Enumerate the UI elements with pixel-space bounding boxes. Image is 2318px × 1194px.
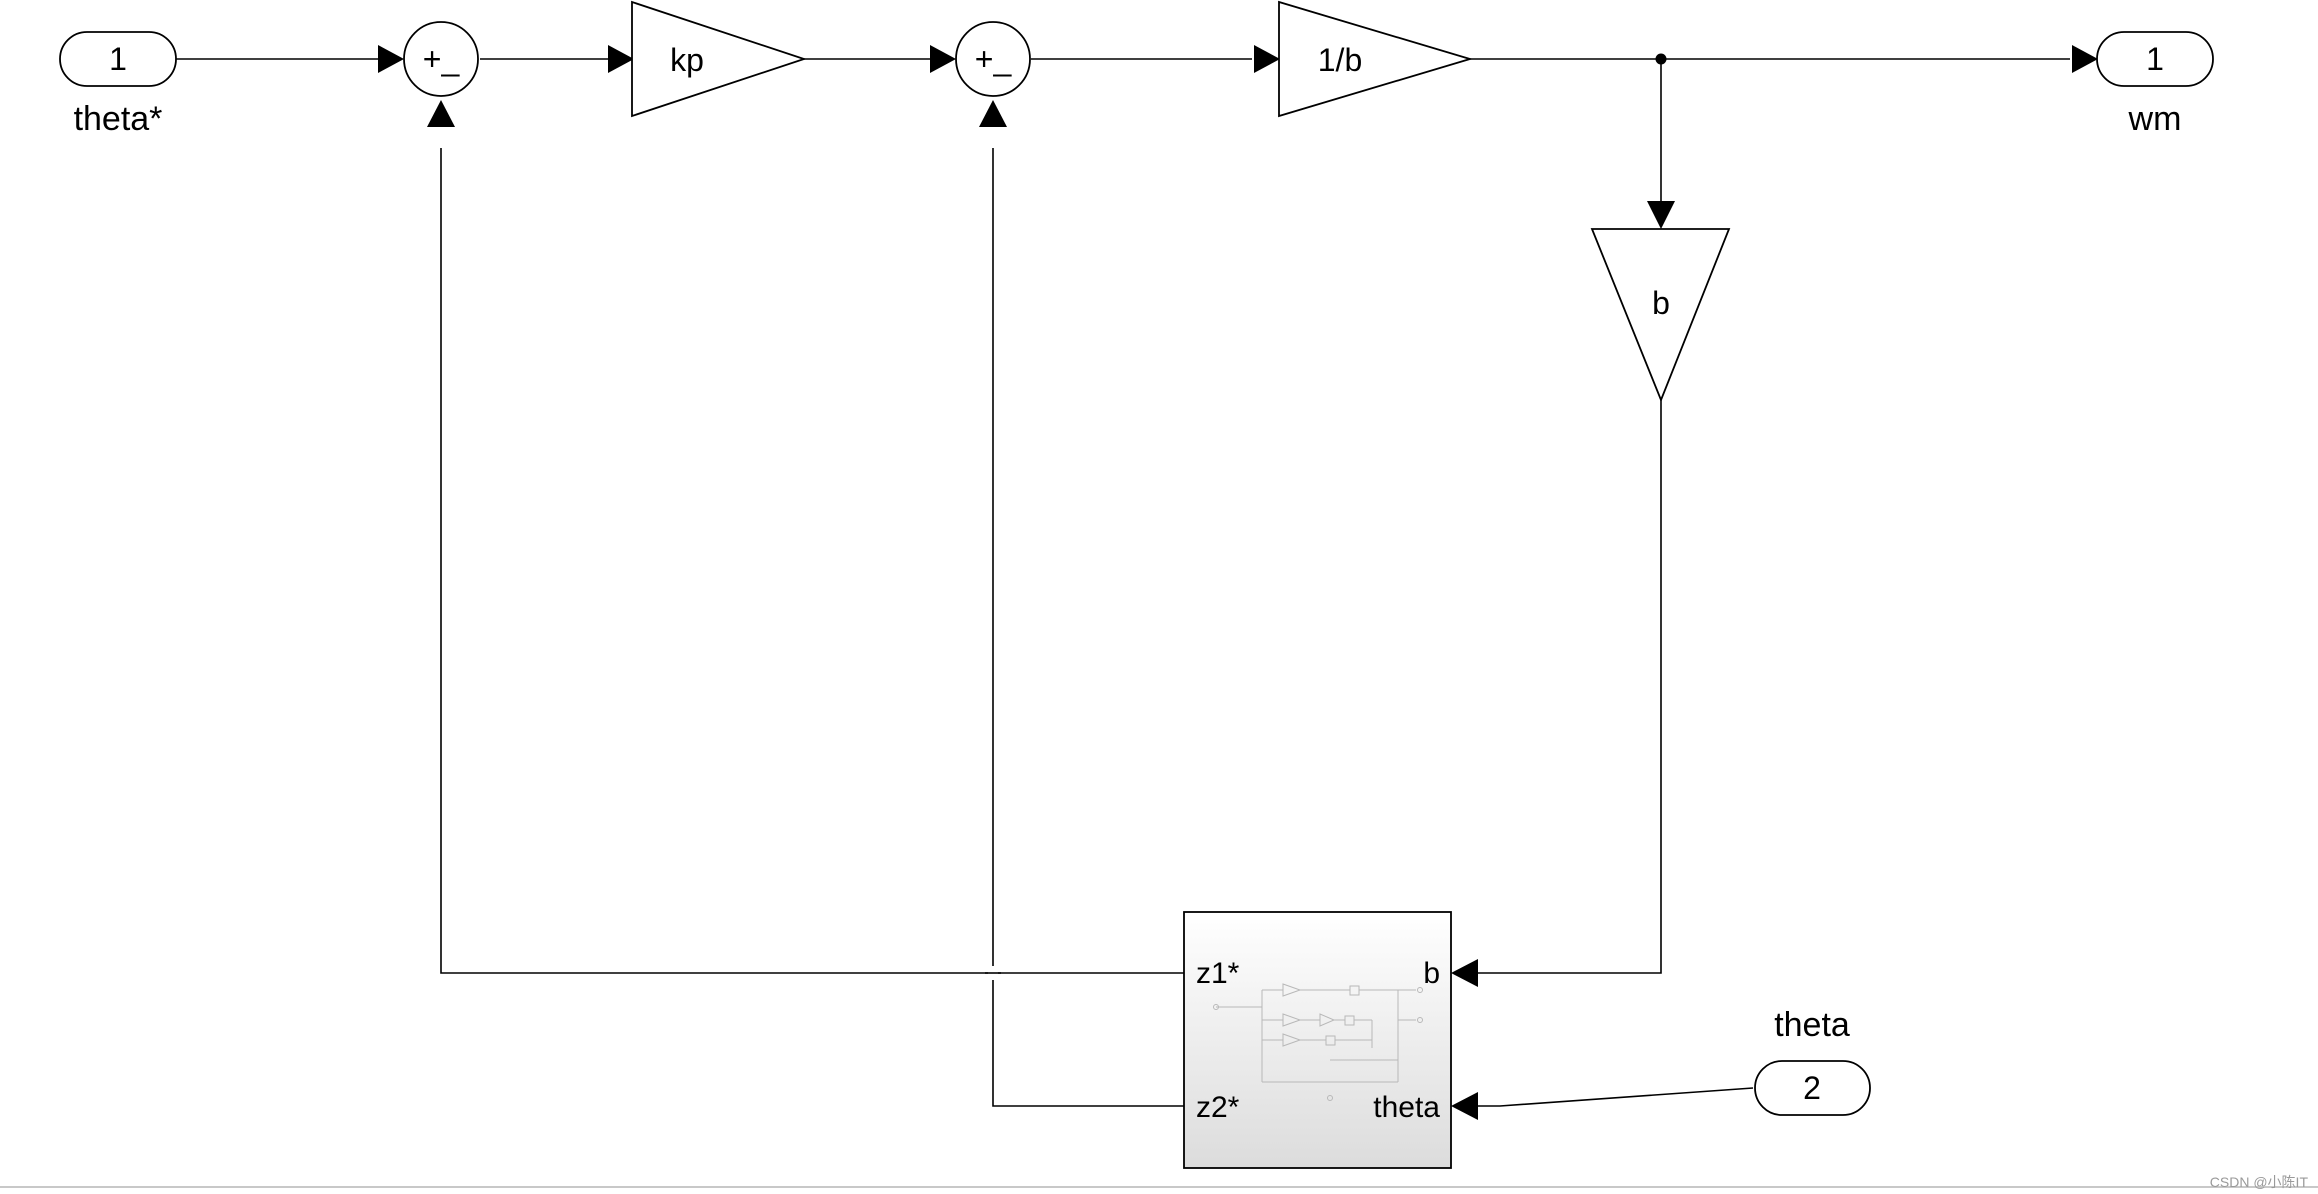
subsystem-block[interactable]: z1* b z2* theta (1183, 911, 1452, 1169)
arrow-out1-in (2072, 45, 2098, 73)
subsystem-thumbnail (1213, 983, 1423, 1101)
sum-2-signs: +_ (975, 41, 1013, 77)
outport-1-label: wm (2128, 100, 2182, 138)
arrow-sub-theta-in (1451, 1092, 1478, 1120)
outport-1-number: 1 (2146, 41, 2164, 77)
gain-inv-b-label: 1/b (1318, 42, 1362, 78)
signal-lines (176, 58, 2070, 1107)
inport-theta[interactable]: 2 theta (1754, 1006, 1871, 1116)
sum-block-2[interactable]: +_ (955, 21, 1031, 97)
gain-inv-b-body[interactable] (1278, 0, 1474, 118)
subsystem-port-b: b (1423, 957, 1440, 990)
sum-block-1[interactable]: +_ (403, 21, 479, 97)
arrow-kp-in (608, 45, 634, 73)
sum-2-body[interactable] (955, 21, 1031, 97)
inport-1-label: theta* (74, 100, 163, 138)
inport-2-body[interactable] (1754, 1060, 1871, 1116)
subsystem-port-z2: z2* (1196, 1091, 1240, 1124)
gain-b[interactable]: b (1590, 228, 1731, 403)
wire-b-to-subsystem[interactable] (1478, 400, 1662, 974)
gain-b-body[interactable] (1590, 228, 1731, 403)
arrow-sum1-in (378, 45, 404, 73)
watermark: CSDN @小陈IT (2209, 1174, 2308, 1190)
inport-theta-star[interactable]: 1 theta* (59, 31, 177, 138)
inport-1-number: 1 (109, 41, 127, 77)
gain-b-label: b (1652, 285, 1670, 321)
arrow-b-in (1647, 201, 1675, 229)
sum-1-body[interactable] (403, 21, 479, 97)
gain-kp-label: kp (670, 42, 704, 78)
arrow-sum2-fb (979, 100, 1007, 127)
subsystem-port-theta: theta (1373, 1091, 1440, 1124)
subsystem-port-z1: z1* (1196, 957, 1240, 990)
wire-z2-to-sum2[interactable] (992, 148, 1184, 1107)
wire-in2-to-subsystem[interactable] (1478, 1087, 1754, 1107)
outport-wm[interactable]: 1 wm (2096, 31, 2214, 138)
wire-z1-to-sum1[interactable] (440, 148, 1184, 974)
arrow-sum2-in (930, 45, 956, 73)
gain-inv-b[interactable]: 1/b (1278, 0, 1474, 118)
arrow-invb-in (1254, 45, 1280, 73)
outport-1-body[interactable] (2096, 31, 2214, 87)
inport-1-body[interactable] (59, 31, 177, 87)
sum-1-signs: +_ (423, 41, 461, 77)
gain-kp[interactable]: kp (631, 0, 807, 118)
inport-2-label: theta (1774, 1006, 1850, 1044)
canvas-bottom-border (0, 1186, 2318, 1188)
arrow-sum1-fb (427, 100, 455, 127)
inport-2-number: 2 (1803, 1070, 1821, 1106)
arrowheads (378, 45, 2098, 1120)
arrow-sub-b-in (1451, 959, 1478, 987)
gain-kp-body[interactable] (631, 0, 807, 118)
branch-point (1655, 53, 1667, 65)
